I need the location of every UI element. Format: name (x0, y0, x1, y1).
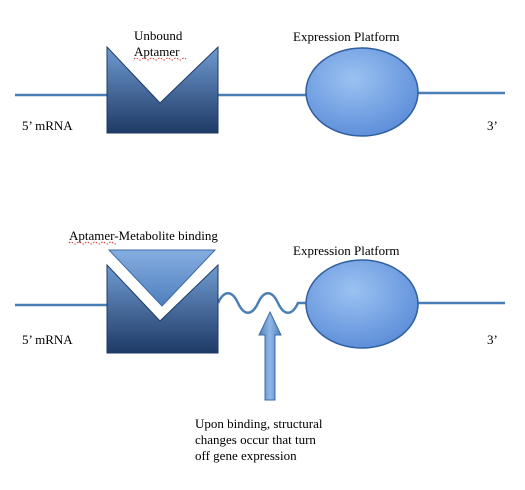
bottom-five-prime-label: 5’ mRNA (22, 332, 73, 347)
top-three-prime-label: 3’ (487, 118, 498, 133)
bottom-expression-platform-oval (305, 259, 419, 349)
bottom-expression-platform-label: Expression Platform (293, 243, 400, 258)
top-five-prime-label: 5’ mRNA (22, 118, 73, 133)
binding-note-line2: changes occur that turn (195, 432, 316, 447)
top-panel: Unbound Aptamer Expression Platform 5’ m… (15, 28, 505, 137)
top-expression-platform-label: Expression Platform (293, 29, 400, 44)
top-expression-platform-oval (305, 47, 419, 137)
upward-arrow (258, 310, 282, 401)
metabolite-triangle (107, 249, 217, 307)
binding-note-line1: Upon binding, structural (195, 416, 323, 431)
bound-aptamer-shape (106, 263, 219, 354)
bottom-mrna-squiggle (216, 292, 308, 314)
bottom-panel: Aptamer-Metabolite binding Expression Pl… (15, 228, 505, 463)
spellcheck-underline (133, 57, 187, 61)
unbound-aptamer-label-line2: Aptamer (134, 44, 180, 59)
aptamer-metabolite-binding-label: Aptamer-Metabolite binding (69, 228, 218, 243)
binding-note-line3: off gene expression (195, 448, 297, 463)
unbound-aptamer-label-line1: Unbound (134, 28, 183, 43)
bottom-three-prime-label: 3’ (487, 332, 498, 347)
unbound-aptamer-shape (106, 45, 219, 134)
